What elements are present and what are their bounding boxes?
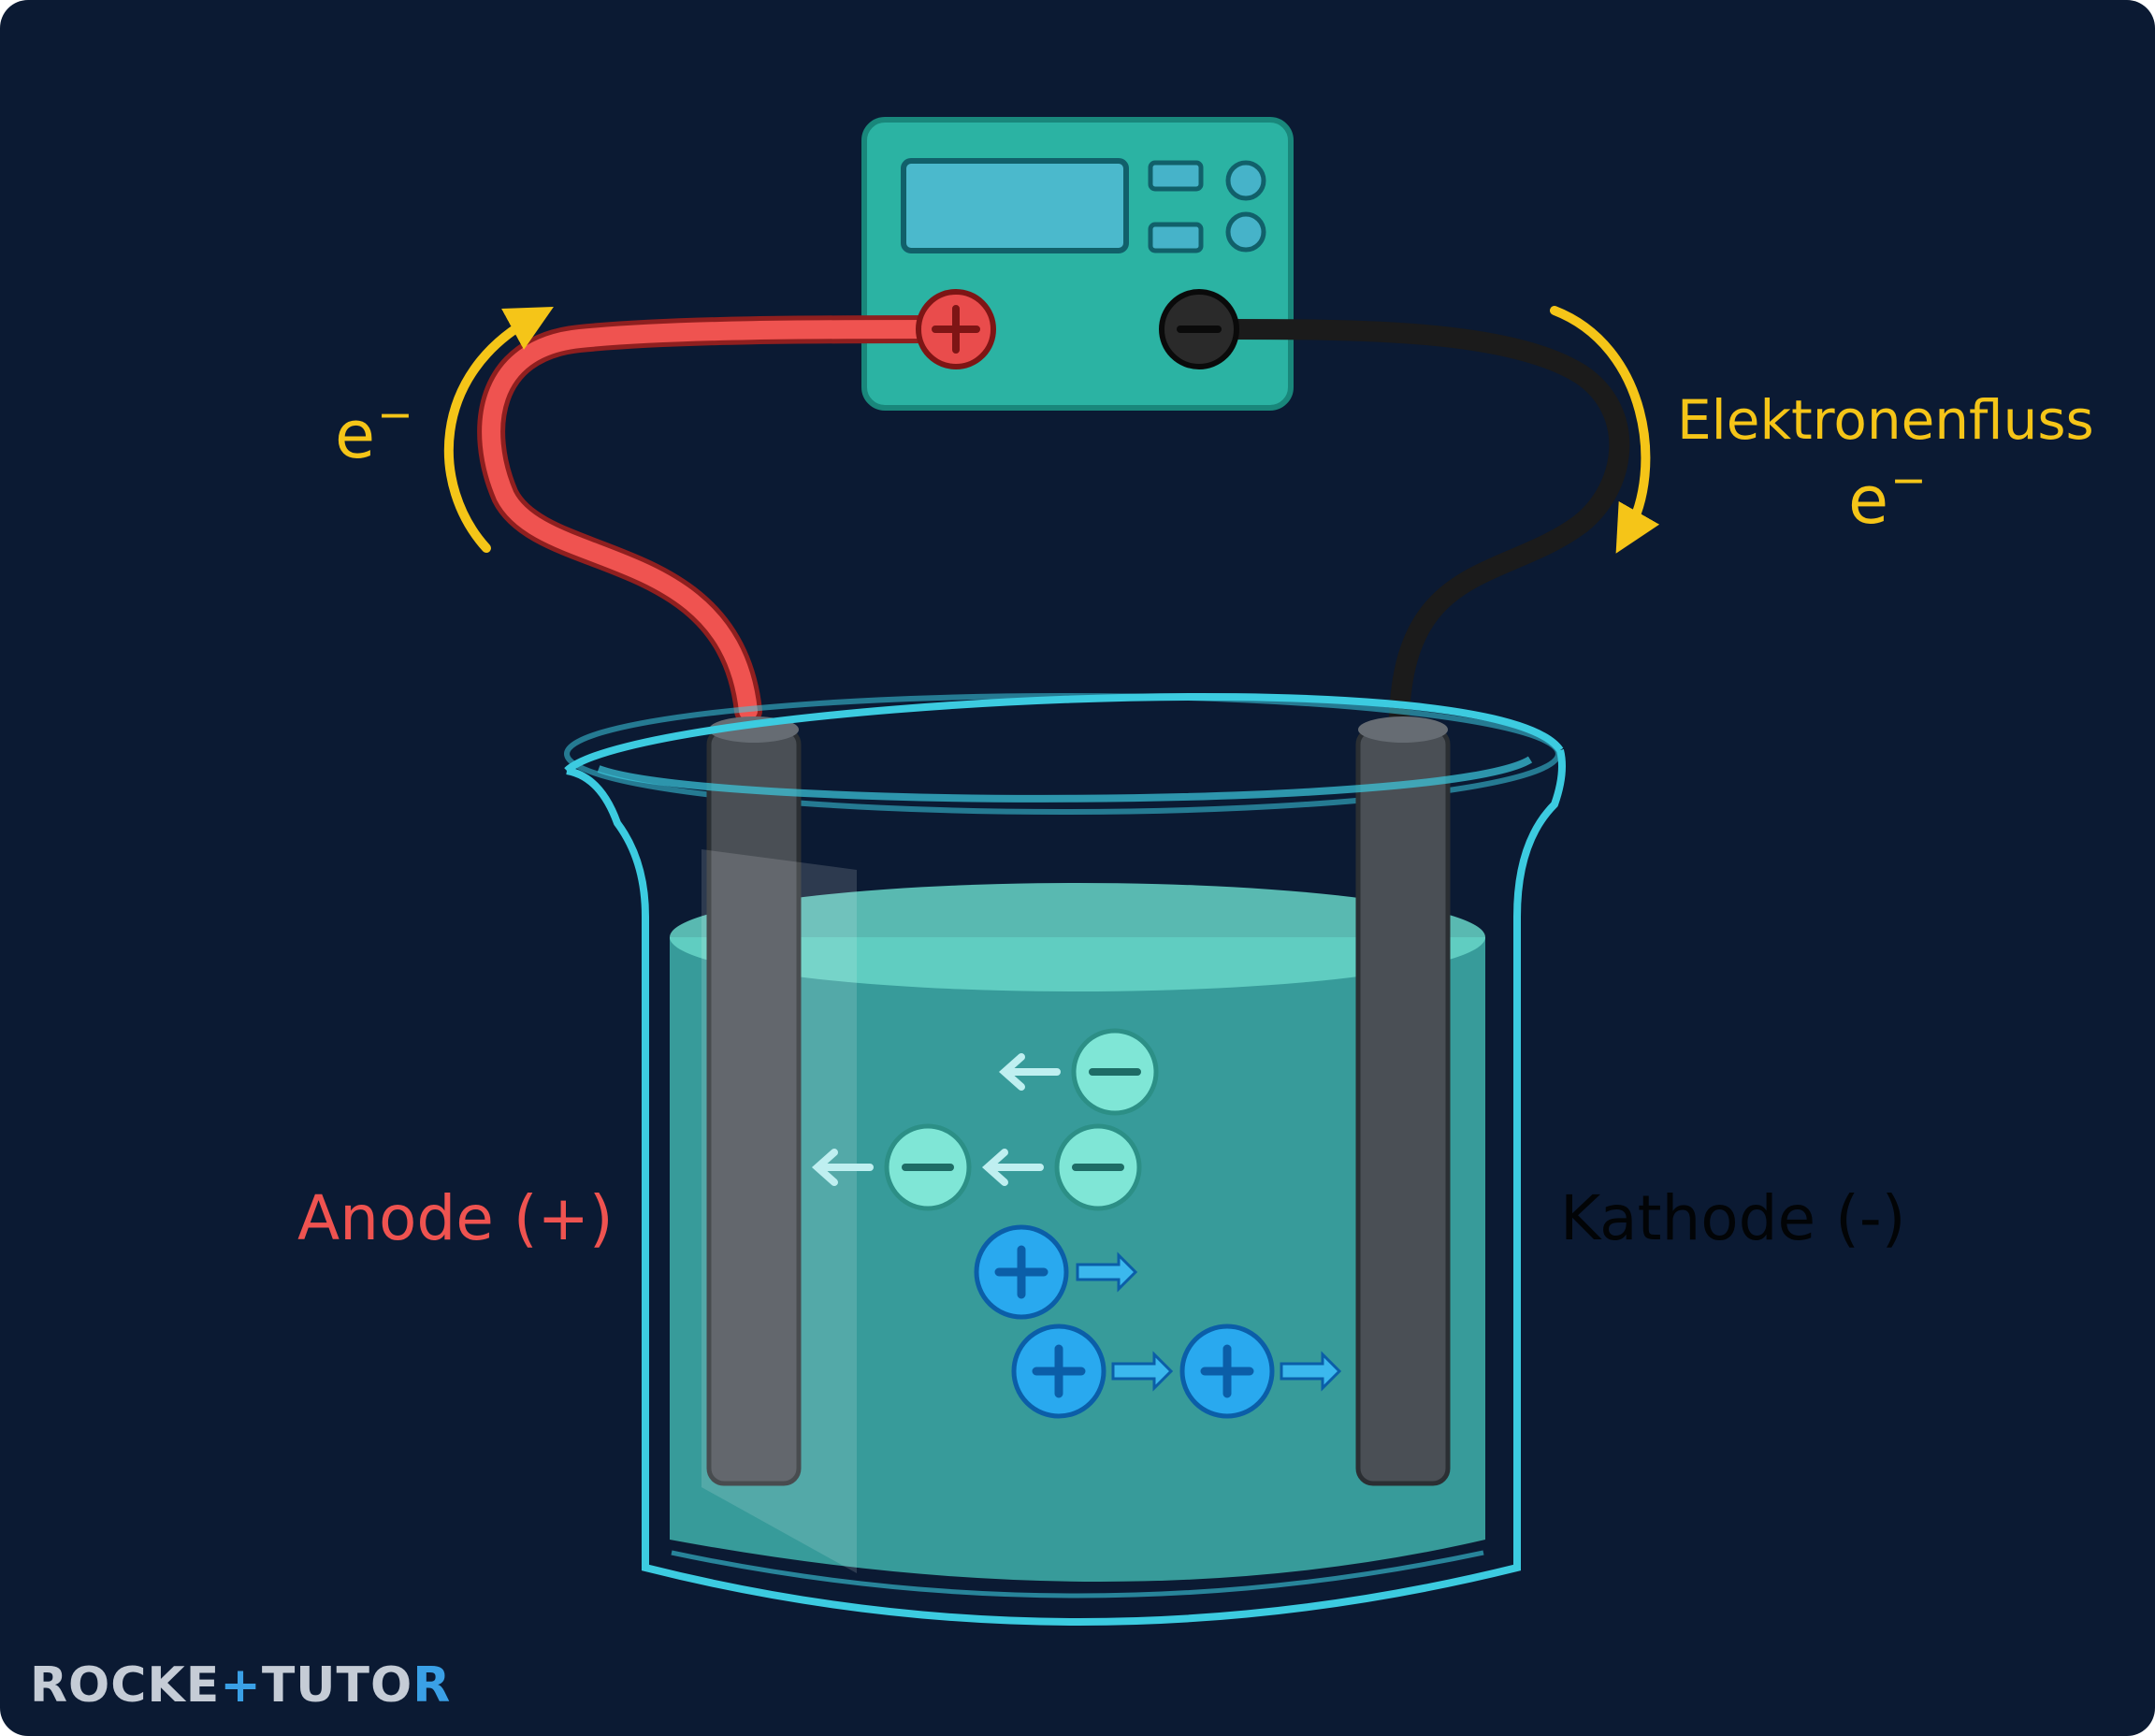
electron-charge: − (1890, 455, 1927, 505)
power-supply-icon (861, 117, 1294, 411)
beaker (564, 692, 1566, 1626)
electron-label-right: e− (1848, 458, 1927, 533)
electron-arrow-left (443, 307, 554, 553)
plus-terminal-icon (916, 289, 996, 369)
anion (981, 1123, 1142, 1211)
anion-group (811, 1028, 1159, 1211)
minus-terminal-icon (1159, 289, 1239, 369)
cation-group (974, 1224, 1342, 1419)
electron-flow-label: Elektronenfluss (1677, 388, 2094, 452)
electron-charge: − (377, 389, 413, 440)
cation (1179, 1324, 1342, 1419)
anode-label: Anode (+) (297, 1182, 614, 1254)
anion (811, 1123, 972, 1211)
electron-arrow-right (1550, 306, 1660, 554)
electron-symbol: e (335, 397, 376, 473)
brand-logo: ROCKE+TUTOR (30, 1657, 451, 1714)
logo-accent: R (412, 1657, 452, 1714)
kathode-label: Kathode (-) (1560, 1182, 1906, 1254)
anion (998, 1028, 1159, 1116)
cation (1011, 1324, 1174, 1419)
logo-accent: + (220, 1657, 262, 1714)
cation (974, 1224, 1138, 1320)
cathode-electrode (1355, 716, 1451, 1486)
logo-part: TUTO (261, 1657, 413, 1714)
logo-part: ROCKE (30, 1657, 221, 1714)
electrolyte (670, 883, 1485, 1582)
cathode-wire (1189, 318, 1630, 731)
electron-symbol: e (1848, 462, 1889, 539)
electron-label-left: e− (335, 393, 413, 468)
